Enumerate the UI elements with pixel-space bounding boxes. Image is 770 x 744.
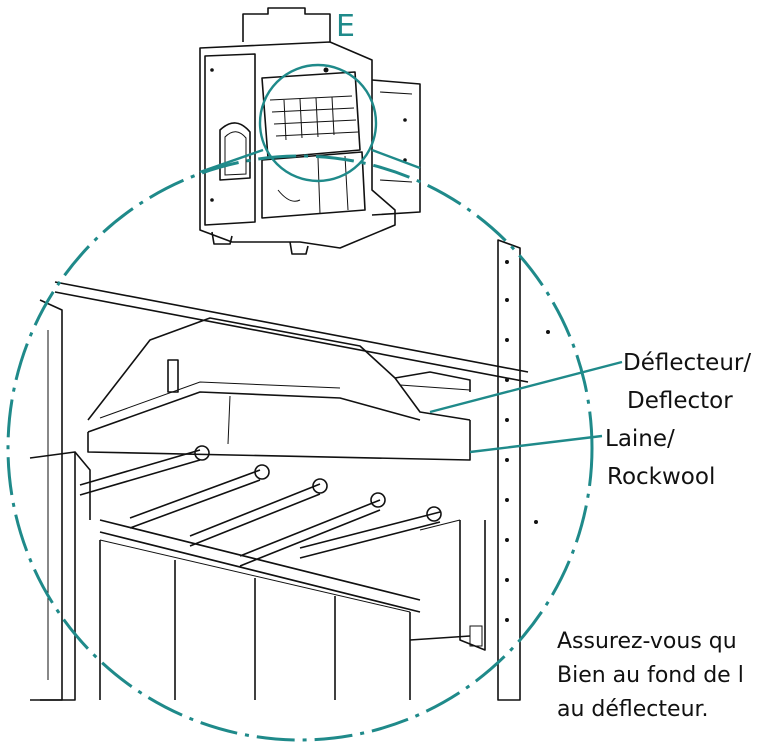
stove-overview-drawing (199, 7, 421, 255)
detail-callout-circle (6, 154, 594, 742)
connector-line-right (371, 148, 421, 170)
rockwool-label-line2: Rockwool (607, 464, 715, 490)
deflector-label-line1: Déflecteur/ (623, 350, 751, 376)
deflector-leader-line (429, 360, 623, 414)
rockwool-leader-line (469, 434, 603, 454)
firebox-detail-drawing (29, 239, 550, 701)
connector-line-left (199, 148, 264, 174)
note-line2: Bien au fond de l (557, 663, 744, 688)
detail-marker-e: E (336, 9, 355, 44)
rockwool-label-line1: Laine/ (605, 426, 675, 452)
note-line1: Assurez-vous qu (557, 629, 737, 654)
detail-zoom-circle (258, 63, 378, 183)
deflector-label-line2: Deflector (627, 388, 733, 414)
note-line3: au déflecteur. (557, 697, 709, 722)
